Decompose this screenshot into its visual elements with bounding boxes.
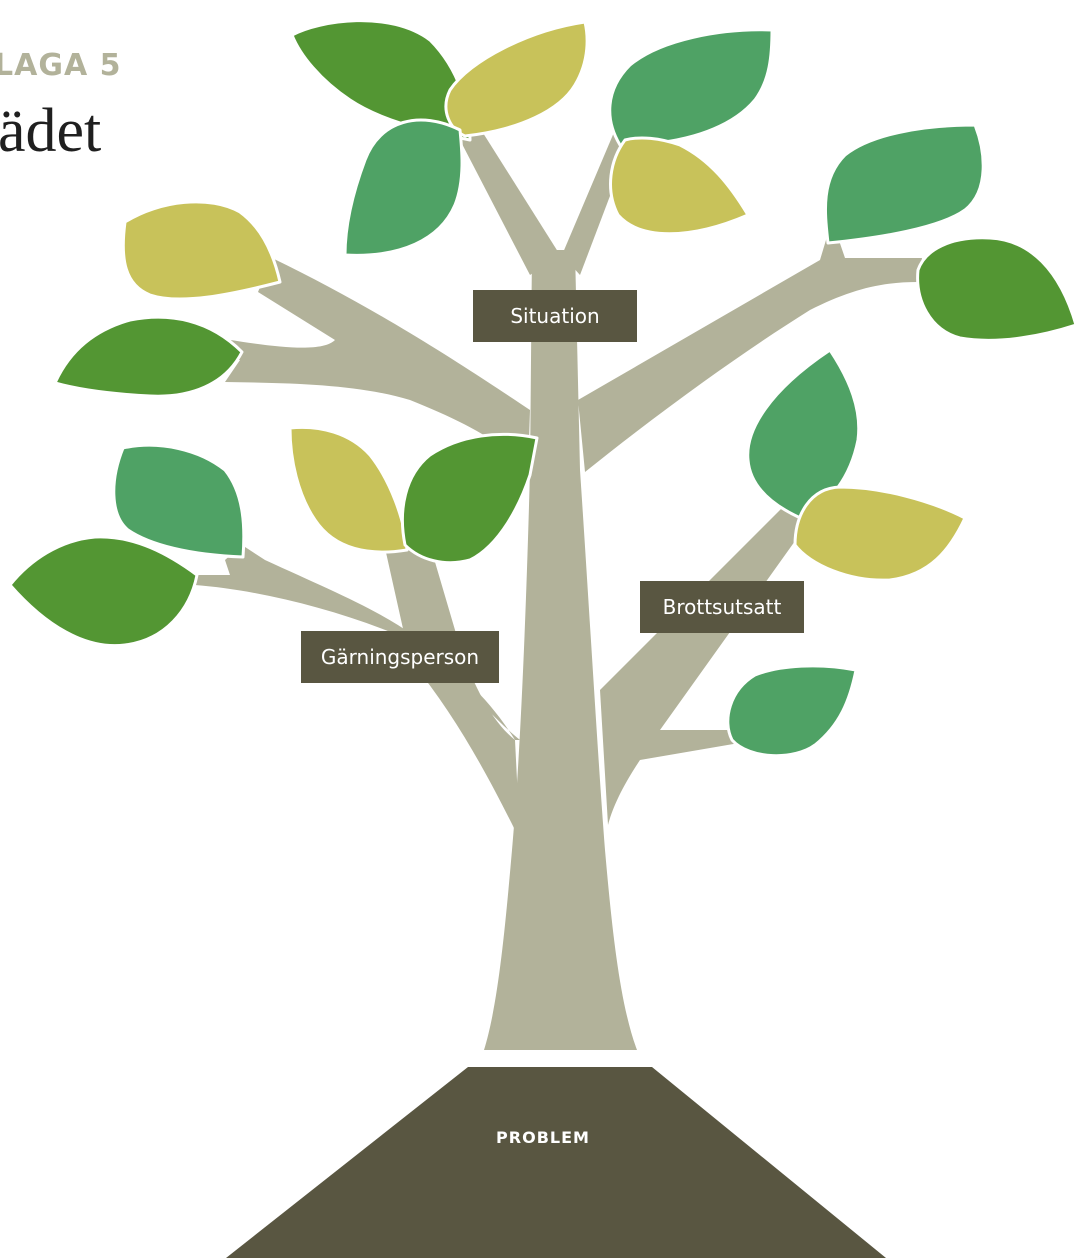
leaf	[112, 443, 246, 559]
leaf	[726, 664, 858, 758]
tree-branches	[182, 125, 922, 1050]
leaf	[444, 20, 589, 138]
root-problem-label: PROBLEM	[496, 1128, 590, 1147]
leaf	[343, 118, 464, 257]
branch-upper-left	[200, 258, 530, 470]
leaf	[793, 485, 967, 582]
leaf	[400, 432, 539, 565]
leaf	[8, 535, 199, 648]
page-title: ädet	[0, 97, 102, 165]
branch-upper-right	[578, 220, 922, 472]
leaf	[53, 315, 244, 398]
label-garningsperson: Gärningsperson	[301, 631, 499, 683]
leaf	[121, 200, 282, 301]
leaf	[608, 28, 774, 147]
label-situation: Situation	[473, 290, 637, 342]
leaf	[290, 19, 472, 142]
branch-top-left	[460, 125, 560, 275]
branch-lower-right	[600, 490, 810, 825]
tree-leaves	[8, 19, 1076, 758]
branch-lower-left-2	[385, 545, 520, 840]
problem-root-base	[226, 1067, 886, 1258]
leaf	[288, 425, 409, 554]
leaf	[916, 236, 1076, 342]
appendix-kicker: LAGA 5	[0, 48, 122, 83]
tree-trunk	[484, 250, 637, 1050]
label-brottsutsatt: Brottsutsatt	[640, 581, 804, 633]
leaf	[609, 136, 750, 236]
leaf	[823, 123, 985, 245]
branch-lower-left	[182, 545, 520, 740]
